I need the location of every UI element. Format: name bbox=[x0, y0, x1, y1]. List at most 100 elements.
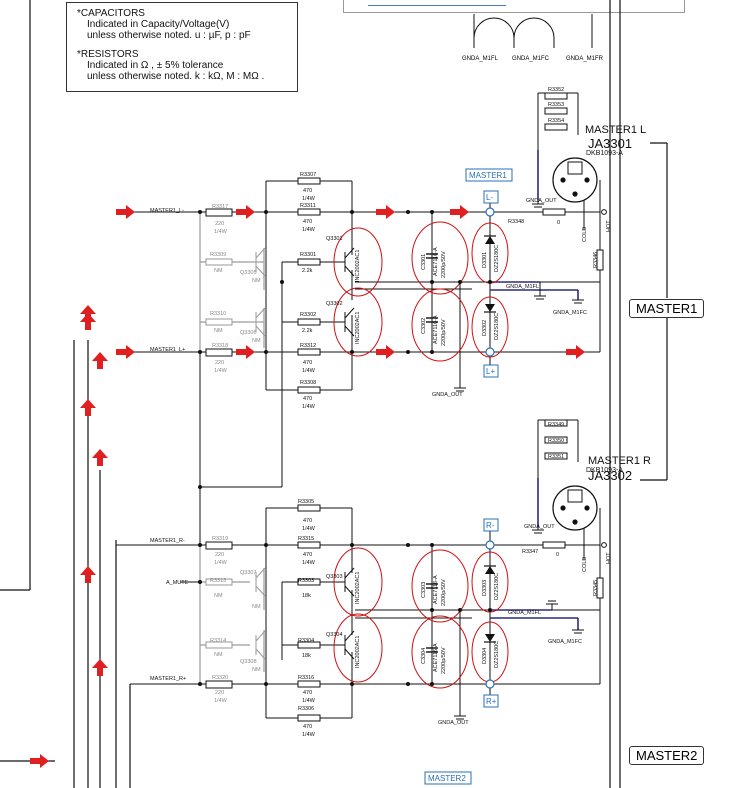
svg-text:D3303: D3303 bbox=[482, 580, 488, 596]
svg-text:INC2002AC1: INC2002AC1 bbox=[355, 250, 361, 282]
svg-text:R3308: R3308 bbox=[300, 380, 316, 386]
section-l-nm-transistors bbox=[255, 247, 266, 337]
svg-text:GNDA_M1FC: GNDA_M1FC bbox=[553, 310, 587, 316]
svg-text:GNDA_M1FL: GNDA_M1FL bbox=[506, 284, 539, 290]
svg-text:C3301: C3301 bbox=[421, 254, 427, 270]
svg-text:R3346: R3346 bbox=[593, 252, 599, 268]
svg-text:R3317: R3317 bbox=[212, 204, 228, 210]
component-labels: R3352 R3353 R3354 R3307 470 1/4W R3311 4… bbox=[150, 87, 623, 738]
jack-l-ref: JA3301 bbox=[588, 136, 632, 151]
svg-text:R3304: R3304 bbox=[298, 638, 314, 644]
section-l-test-points bbox=[485, 207, 495, 357]
section-l-highlight bbox=[490, 150, 579, 300]
svg-text:MASTER1_L-: MASTER1_L- bbox=[150, 208, 184, 214]
svg-text:A_MUTE: A_MUTE bbox=[166, 580, 189, 586]
svg-text:C3304: C3304 bbox=[421, 648, 427, 664]
svg-text:D3304: D3304 bbox=[482, 648, 488, 664]
section-l-capacitors bbox=[426, 253, 438, 323]
master1-port-tag: MASTER1 bbox=[629, 299, 705, 318]
svg-text:ACE7116-A: ACE7116-A bbox=[433, 247, 439, 276]
svg-text:NM: NM bbox=[214, 593, 223, 599]
svg-text:NM: NM bbox=[252, 278, 261, 284]
jack-r-ref: JA3302 bbox=[588, 468, 632, 483]
gnd-m1fc-top-label: GNDA_M1FC bbox=[512, 56, 550, 62]
svg-text:Q3304: Q3304 bbox=[326, 632, 343, 638]
svg-text:COLD: COLD bbox=[582, 227, 588, 242]
top-popup-underline bbox=[368, 5, 506, 6]
capacitors-note-title: *CAPACITORS bbox=[77, 8, 145, 19]
gnd-m1fr-top-label: GNDA_M1FR bbox=[566, 56, 604, 62]
svg-text:C3302: C3302 bbox=[421, 318, 427, 334]
svg-text:HOT: HOT bbox=[606, 552, 612, 564]
svg-text:DZ2S180C: DZ2S180C bbox=[494, 313, 500, 340]
svg-text:Q3308: Q3308 bbox=[240, 659, 257, 665]
jack-l-symbol bbox=[552, 157, 607, 215]
svg-text:470: 470 bbox=[303, 724, 312, 730]
svg-text:470: 470 bbox=[303, 188, 312, 194]
svg-text:NM: NM bbox=[252, 667, 261, 673]
svg-text:R3345: R3345 bbox=[593, 580, 599, 596]
svg-text:C3303: C3303 bbox=[421, 582, 427, 598]
svg-text:MASTER1_R-: MASTER1_R- bbox=[150, 538, 185, 544]
svg-text:2200p/50V: 2200p/50V bbox=[441, 251, 447, 278]
section-l-grounds bbox=[454, 203, 584, 392]
svg-text:2200p/50V: 2200p/50V bbox=[441, 579, 447, 606]
svg-text:INC2002AC1: INC2002AC1 bbox=[355, 312, 361, 344]
top-ground-arcs bbox=[473, 14, 593, 48]
svg-text:R3310: R3310 bbox=[210, 311, 226, 317]
section-r-junction-dots bbox=[198, 485, 492, 686]
svg-text:0: 0 bbox=[557, 220, 560, 226]
svg-text:R3305: R3305 bbox=[298, 499, 314, 505]
svg-text:INC2002AC1: INC2002AC1 bbox=[355, 572, 361, 604]
svg-text:HOT: HOT bbox=[606, 220, 612, 232]
resistors-note-line2: unless otherwise noted. k : kΩ, M : MΩ . bbox=[87, 71, 265, 82]
svg-text:ACE7116-A: ACE7116-A bbox=[433, 315, 439, 344]
jack-r-title: MASTER1 R bbox=[588, 455, 651, 467]
svg-text:0: 0 bbox=[556, 552, 559, 558]
section-l-diodes bbox=[484, 235, 496, 313]
svg-text:R3302: R3302 bbox=[300, 312, 316, 318]
svg-text:470: 470 bbox=[303, 360, 312, 366]
left-border-wires bbox=[0, 0, 131, 788]
svg-text:MASTER1_L+: MASTER1_L+ bbox=[150, 347, 185, 353]
svg-text:R3306: R3306 bbox=[298, 706, 314, 712]
svg-text:1/4W: 1/4W bbox=[302, 404, 316, 410]
section-l-transistors bbox=[344, 247, 355, 337]
l-plus-tag: L+ bbox=[486, 367, 495, 376]
svg-text:R3309: R3309 bbox=[210, 252, 226, 258]
svg-text:NM: NM bbox=[252, 604, 261, 610]
svg-text:1/4W: 1/4W bbox=[214, 229, 228, 235]
jack-l-title: MASTER1 L bbox=[585, 124, 646, 136]
svg-text:R3307: R3307 bbox=[300, 172, 316, 178]
svg-text:R3311: R3311 bbox=[300, 203, 316, 209]
section-r-capacitors bbox=[426, 583, 438, 653]
svg-text:1/4W: 1/4W bbox=[302, 526, 316, 532]
master1-small-tag: MASTER1 bbox=[469, 171, 507, 180]
svg-text:470: 470 bbox=[303, 518, 312, 524]
svg-text:470: 470 bbox=[303, 396, 312, 402]
svg-text:18k: 18k bbox=[302, 593, 311, 599]
capacitors-note-line1: Indicated in Capacity/Voltage(V) bbox=[87, 19, 230, 30]
svg-text:2200p/50V: 2200p/50V bbox=[441, 647, 447, 674]
svg-text:DZ2S180C: DZ2S180C bbox=[494, 573, 500, 600]
svg-text:2.2k: 2.2k bbox=[302, 268, 313, 274]
middle-link-wires bbox=[199, 340, 283, 545]
master2-port-tag: MASTER2 bbox=[629, 746, 705, 765]
svg-text:1/4W: 1/4W bbox=[302, 560, 316, 566]
svg-text:MASTER1_R+: MASTER1_R+ bbox=[150, 676, 186, 682]
section-l-resistors bbox=[205, 92, 604, 394]
blue-tags: MASTER1 L- L+ R- R+ MASTER2 bbox=[424, 168, 513, 785]
svg-text:D3301: D3301 bbox=[482, 252, 488, 268]
section-r-nm-transistors bbox=[255, 567, 266, 660]
svg-text:R3301: R3301 bbox=[300, 252, 316, 258]
section-r-test-points bbox=[485, 540, 495, 689]
svg-text:R3316: R3316 bbox=[298, 675, 314, 681]
svg-text:R3320: R3320 bbox=[212, 675, 228, 681]
svg-text:R3313: R3313 bbox=[210, 578, 226, 584]
svg-text:DKB1093-A: DKB1093-A bbox=[586, 150, 623, 157]
section-l-nm-resistors bbox=[205, 258, 233, 326]
svg-text:R3348: R3348 bbox=[508, 219, 524, 225]
svg-text:R3318: R3318 bbox=[212, 343, 228, 349]
section-r-wires bbox=[116, 419, 601, 719]
